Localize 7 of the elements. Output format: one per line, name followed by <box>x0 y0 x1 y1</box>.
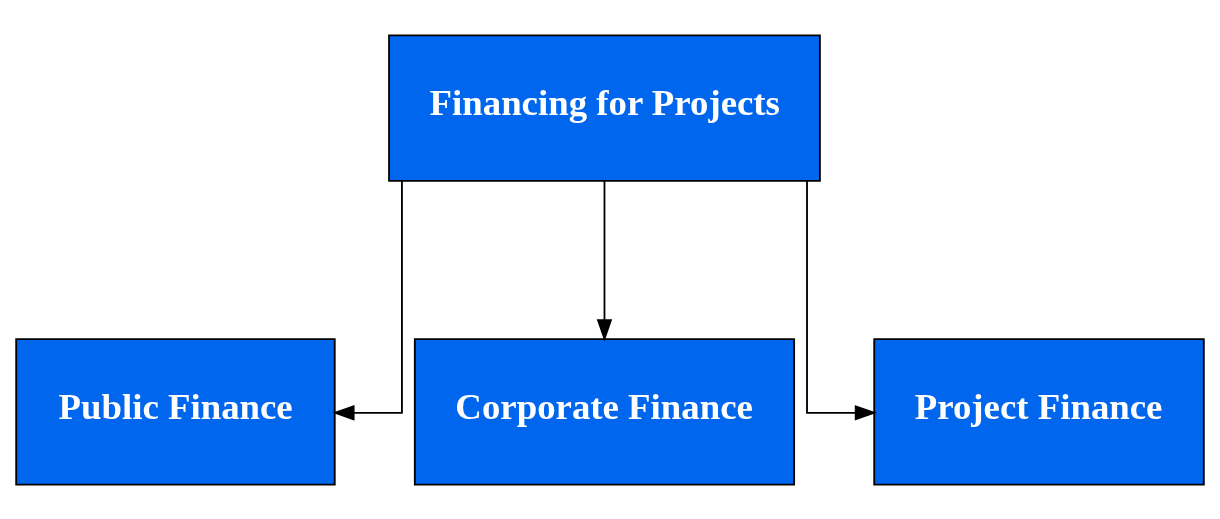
node-box: Corporate Finance <box>413 337 796 486</box>
arrow <box>806 179 877 421</box>
arrow <box>332 179 403 421</box>
node-box: Financing for Projects <box>388 33 821 182</box>
node-box: Project Finance <box>873 337 1205 486</box>
node-box: Public Finance <box>15 337 336 486</box>
arrow <box>596 179 613 341</box>
